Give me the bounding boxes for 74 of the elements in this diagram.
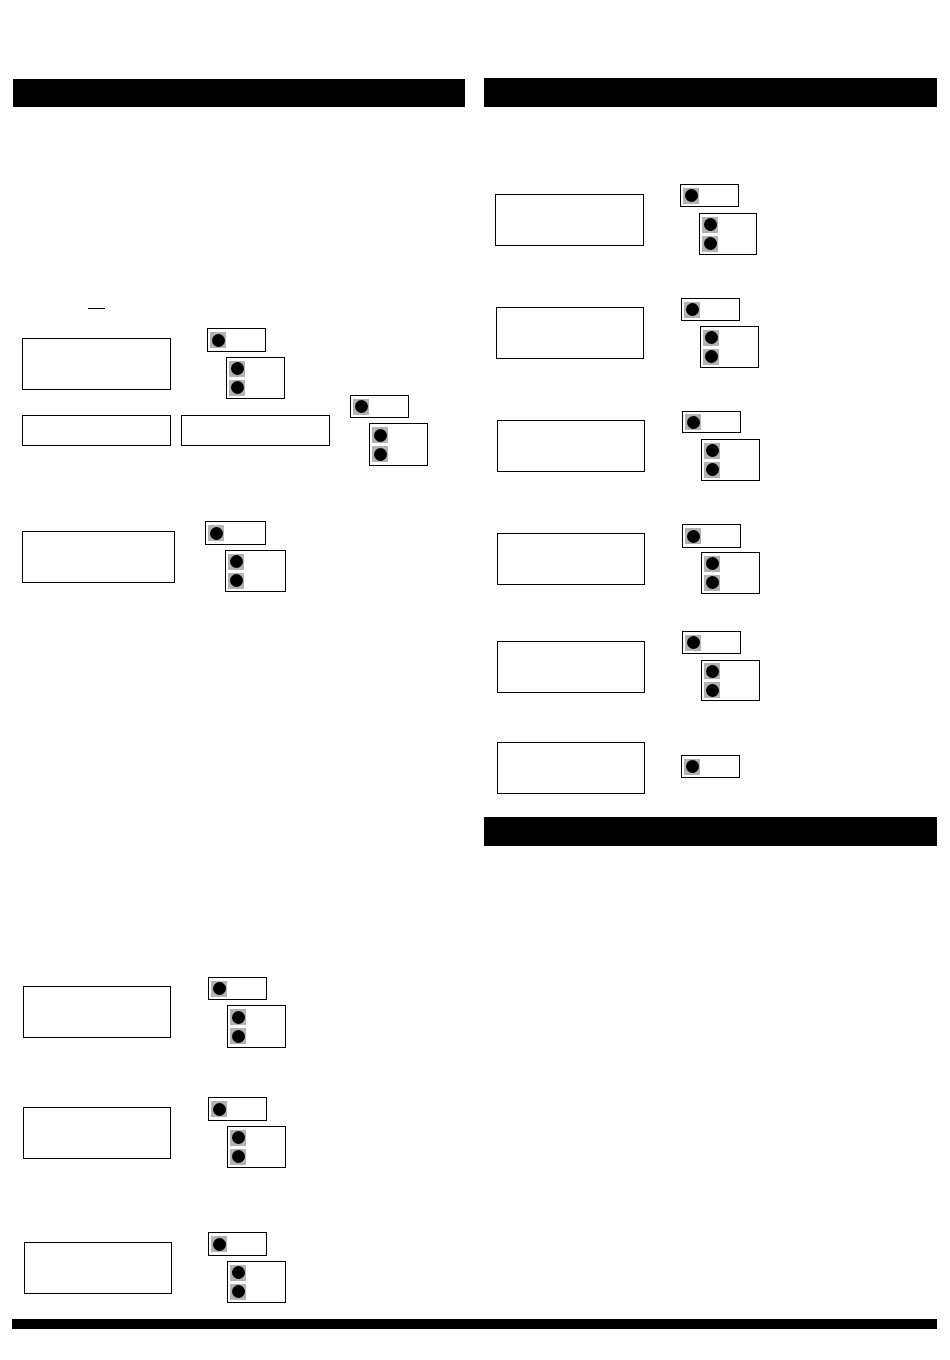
led-icon [704, 574, 720, 591]
indicator-panel [207, 328, 266, 352]
display-box [23, 986, 171, 1038]
indicator-panel [682, 631, 741, 654]
indicator-panel [227, 1261, 286, 1303]
led-icon [229, 379, 245, 396]
display-box [22, 415, 171, 446]
indicator-panel [701, 660, 760, 701]
led-icon [372, 446, 388, 462]
indicator-panel [369, 423, 428, 466]
led-icon [372, 427, 388, 443]
led-icon [702, 235, 718, 252]
header-bar [484, 78, 937, 107]
led-icon [704, 663, 720, 679]
display-box [497, 742, 645, 794]
indicator-panel [681, 755, 740, 778]
indicator-panel [208, 977, 267, 1000]
display-box [22, 531, 175, 583]
led-icon [229, 360, 245, 377]
display-box [496, 307, 644, 359]
led-icon [230, 1009, 246, 1025]
led-icon [230, 1129, 246, 1146]
led-icon [211, 1236, 227, 1252]
indicator-panel [227, 1005, 286, 1048]
led-icon [230, 1283, 246, 1300]
led-icon [704, 555, 720, 572]
indicator-panel [680, 184, 739, 207]
indicator-panel [227, 1126, 286, 1168]
indicator-panel [682, 411, 741, 433]
display-box [495, 194, 644, 246]
display-box [181, 415, 330, 446]
led-icon [230, 1148, 246, 1165]
led-icon [702, 216, 718, 233]
led-icon [703, 348, 719, 365]
header-bar [13, 79, 465, 107]
footer-bar [12, 1319, 937, 1329]
led-icon [685, 634, 701, 651]
indicator-panel [682, 524, 741, 548]
led-icon [685, 528, 701, 544]
led-icon [684, 301, 700, 318]
indicator-panel [701, 552, 760, 594]
led-icon [704, 442, 720, 459]
header-bar [484, 817, 937, 846]
indicator-panel [699, 213, 757, 255]
led-icon [208, 525, 224, 541]
indicator-panel [700, 326, 759, 368]
led-icon [211, 980, 227, 997]
display-box [24, 1242, 172, 1294]
display-box [497, 420, 645, 472]
indicator-panel [226, 357, 285, 399]
display-box [497, 641, 645, 693]
indicator-panel [701, 439, 760, 481]
indicator-panel [350, 395, 409, 418]
led-icon [228, 553, 244, 570]
led-icon [683, 187, 699, 204]
display-box [22, 338, 171, 390]
led-icon [685, 414, 701, 430]
led-icon [211, 1101, 227, 1117]
display-box [23, 1107, 171, 1159]
led-icon [684, 758, 700, 775]
indicator-panel [681, 298, 740, 321]
led-icon [703, 329, 719, 346]
led-icon [230, 1264, 246, 1281]
led-icon [210, 332, 226, 348]
indicator-panel [205, 521, 266, 545]
display-box [497, 533, 645, 585]
led-icon [704, 461, 720, 478]
indicator-panel [208, 1097, 267, 1121]
led-icon [228, 572, 244, 589]
indicator-panel [225, 550, 286, 592]
led-icon [353, 398, 369, 415]
led-icon [704, 682, 720, 698]
led-icon [230, 1028, 246, 1044]
indicator-panel [208, 1232, 267, 1256]
